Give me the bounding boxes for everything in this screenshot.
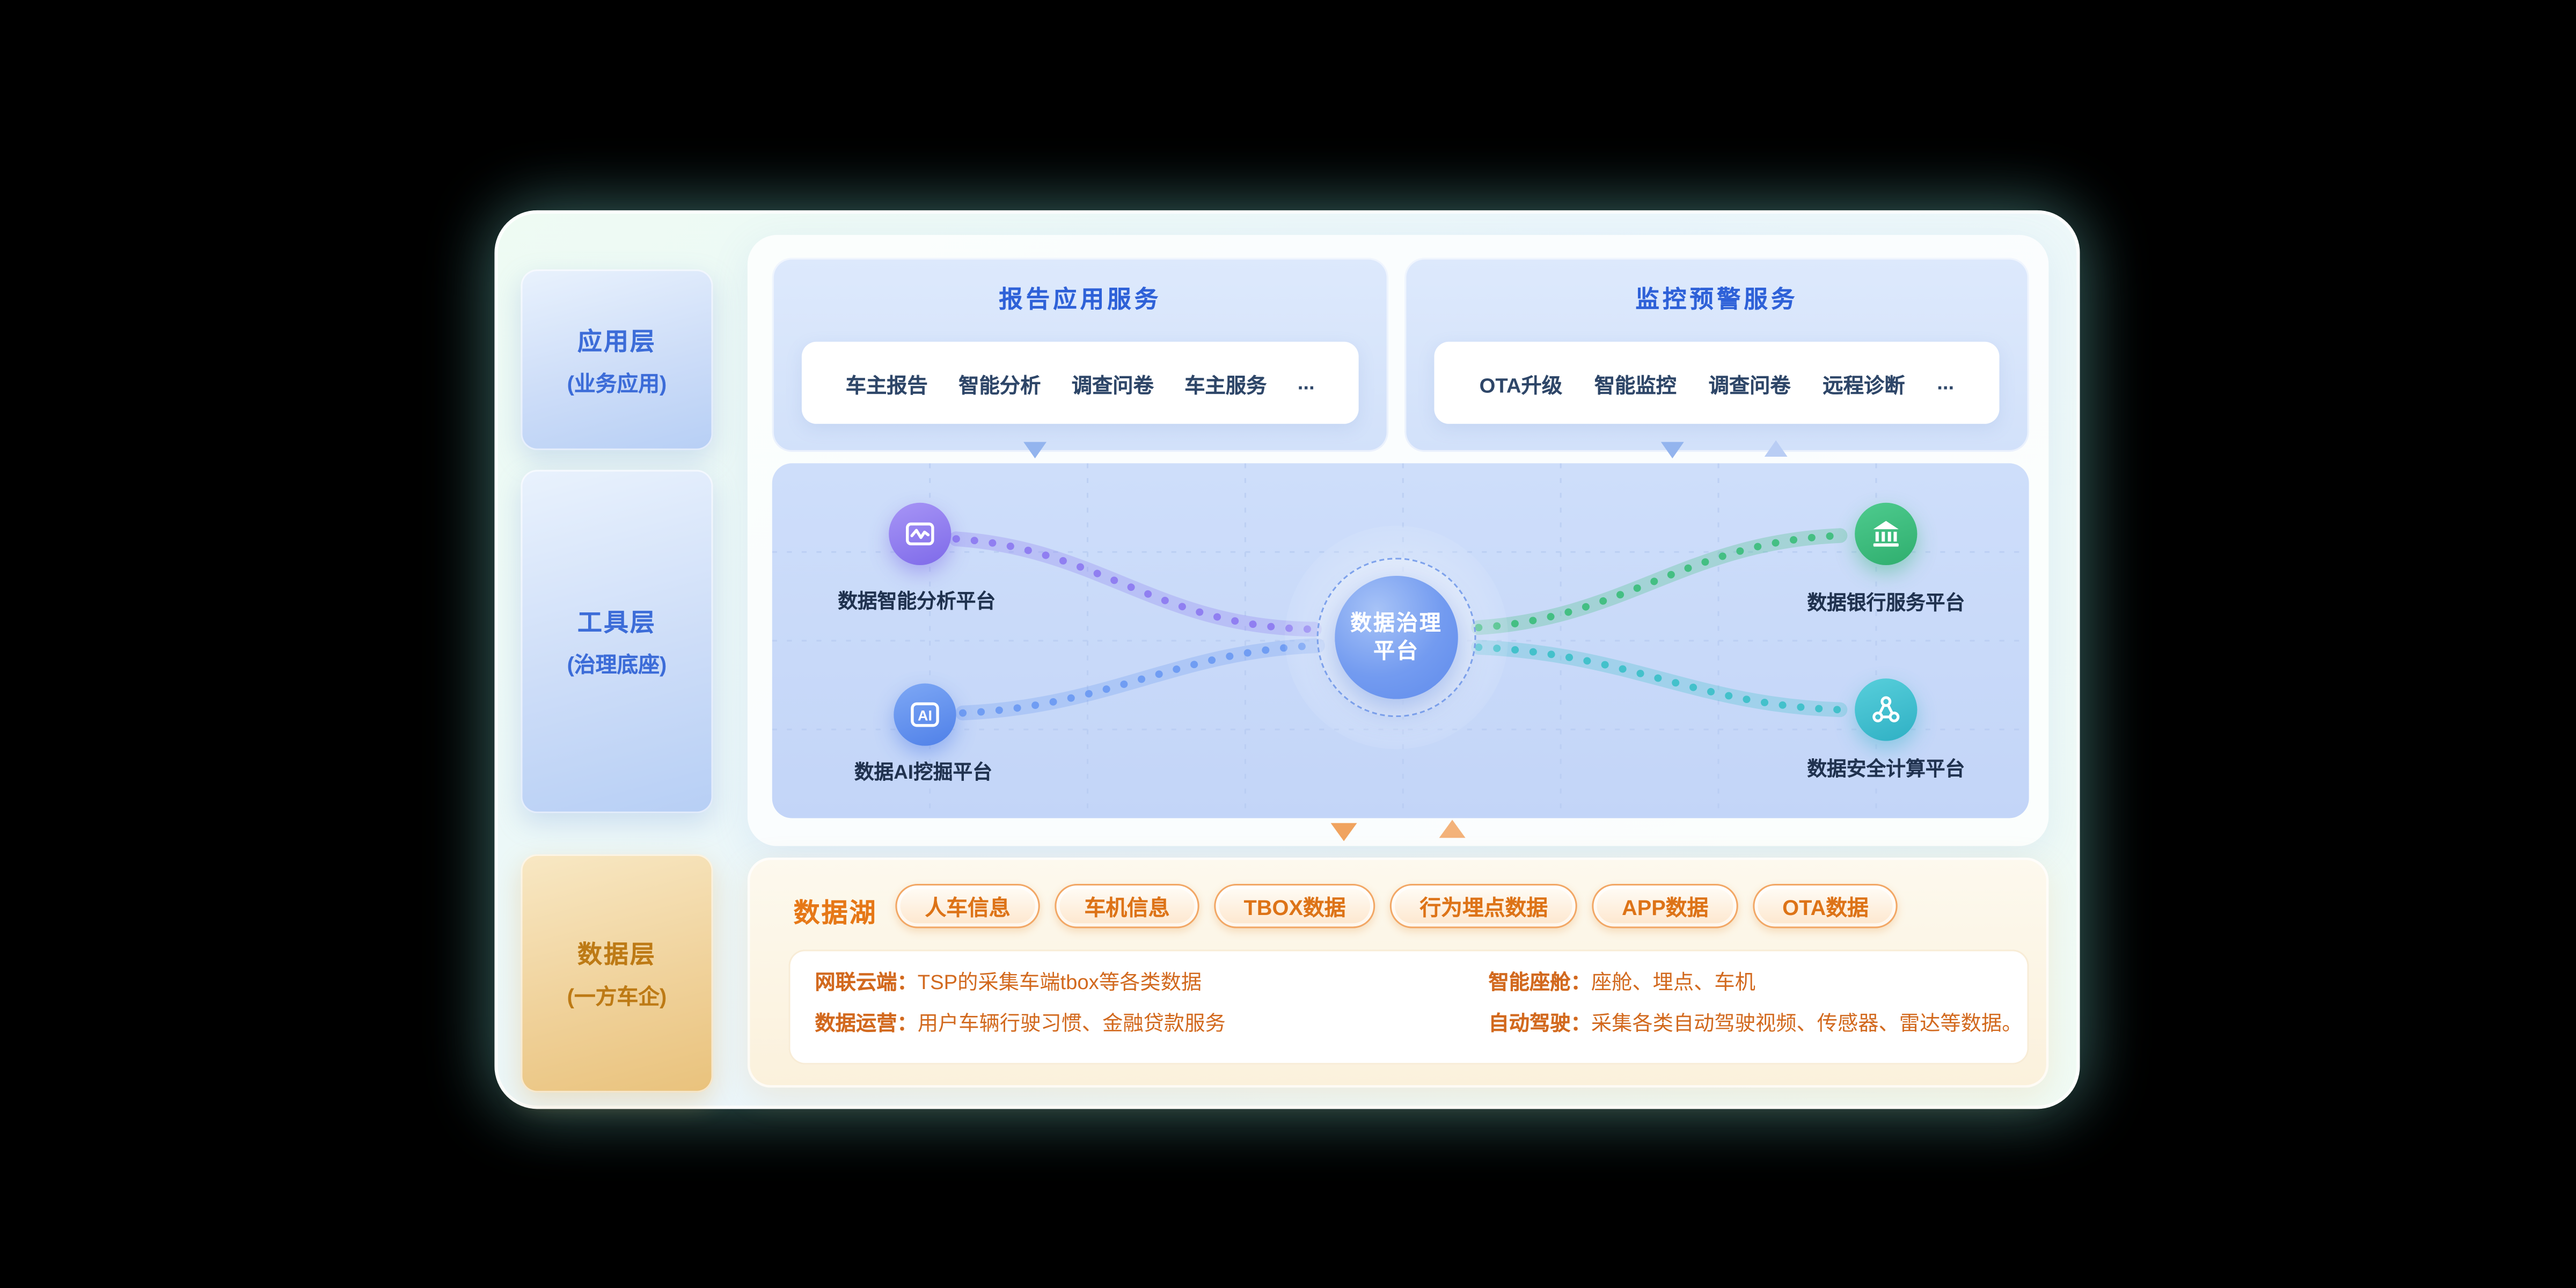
governance-core: 数据治理 平台 — [1335, 575, 1458, 699]
layer-data-subtitle: (一方车企) — [567, 984, 667, 1009]
datalake-detail-box: 网联云端：TSP的采集车端tbox等各类数据 数据运营：用户车辆行驶习惯、金融贷… — [788, 949, 2029, 1065]
governance-core-line1: 数据治理 — [1350, 610, 1443, 634]
ai-icon: AI — [894, 683, 956, 746]
service-item-ellipsis: ... — [1937, 371, 1955, 394]
service-item-ellipsis: ... — [1297, 371, 1315, 394]
governance-canvas: 数据治理 平台 数据智能分析平台 AI — [772, 463, 2029, 818]
layer-tool-title: 工具层 — [577, 609, 656, 638]
report-services-bar: 车主报告 智能分析 调查问卷 车主服务 ... — [801, 341, 1359, 424]
layer-tool: 工具层 (治理底座) — [521, 470, 713, 814]
detail-label: 智能座舱： — [1488, 971, 1591, 994]
datalake-tags: 人车信息 车机信息 TBOX数据 行为埋点数据 APP数据 OTA数据 — [895, 883, 1898, 928]
service-item: 车主服务 — [1184, 374, 1267, 397]
service-item: OTA升级 — [1479, 374, 1563, 397]
service-item: 远程诊断 — [1823, 374, 1905, 397]
service-item: 调查问卷 — [1071, 374, 1154, 397]
detail-text: 用户车辆行驶习惯、金融贷款服务 — [917, 1012, 1226, 1035]
monitor-services-card: 监控预警服务 OTA升级 智能监控 调查问卷 远程诊断 ... — [1404, 258, 2029, 452]
platform-label-ai: 数据AI挖掘平台 — [854, 760, 993, 784]
detail-text: 采集各类自动驾驶视频、传感器、雷达等数据。 — [1591, 1012, 2023, 1035]
governance-core-line2: 平台 — [1373, 637, 1419, 662]
platform-label-security: 数据安全计算平台 — [1807, 757, 1965, 781]
detail-line: 网联云端：TSP的采集车端tbox等各类数据 — [815, 969, 1202, 996]
detail-label: 网联云端： — [815, 971, 918, 994]
layer-application-title: 应用层 — [577, 327, 656, 356]
arrow-up-datalake-icon — [1439, 819, 1466, 838]
detail-text: TSP的采集车端tbox等各类数据 — [917, 971, 1202, 994]
bank-icon — [1855, 502, 1918, 566]
datalake-title: 数据湖 — [793, 900, 877, 928]
datalake-tag: 行为埋点数据 — [1390, 883, 1578, 928]
arrow-down-report-icon — [1023, 442, 1046, 459]
svg-text:AI: AI — [918, 708, 932, 724]
detail-line: 智能座舱：座舱、埋点、车机 — [1488, 969, 1755, 996]
main-board: 应用层 (业务应用) 工具层 (治理底座) 数据层 (一方车企) 报告应用服务 … — [494, 210, 2080, 1109]
layer-data-title: 数据层 — [577, 941, 656, 970]
share-nodes-icon — [1855, 678, 1918, 741]
datalake-tag: 车机信息 — [1055, 883, 1199, 928]
platform-label-bank: 数据银行服务平台 — [1807, 591, 1965, 614]
layer-application: 应用层 (业务应用) — [521, 269, 713, 450]
detail-text: 座舱、埋点、车机 — [1591, 971, 1756, 994]
report-services-card: 报告应用服务 车主报告 智能分析 调查问卷 车主服务 ... — [772, 258, 1388, 452]
layer-data: 数据层 (一方车企) — [521, 854, 713, 1093]
monitor-services-bar: OTA升级 智能监控 调查问卷 远程诊断 ... — [1434, 341, 2000, 424]
service-item: 智能监控 — [1594, 374, 1677, 397]
flow-curves — [772, 463, 2029, 818]
platform-label-analysis: 数据智能分析平台 — [838, 589, 996, 613]
datalake-tag: 人车信息 — [895, 883, 1040, 928]
service-item: 调查问卷 — [1708, 374, 1791, 397]
report-services-title: 报告应用服务 — [999, 287, 1162, 314]
arrow-up-monitor-icon — [1764, 440, 1788, 457]
detail-label: 自动驾驶： — [1488, 1012, 1591, 1035]
pulse-monitor-icon — [889, 502, 952, 566]
datalake-panel: 数据湖 人车信息 车机信息 TBOX数据 行为埋点数据 APP数据 OTA数据 … — [747, 857, 2049, 1088]
monitor-services-title: 监控预警服务 — [1635, 287, 1798, 314]
service-item: 车主报告 — [845, 374, 928, 397]
service-item: 智能分析 — [958, 374, 1041, 397]
detail-line: 自动驾驶：采集各类自动驾驶视频、传感器、雷达等数据。 — [1488, 1011, 2022, 1037]
services-and-governance-panel: 报告应用服务 车主报告 智能分析 调查问卷 车主服务 ... 监控预警服务 OT… — [747, 235, 2049, 846]
layer-application-subtitle: (业务应用) — [567, 370, 667, 396]
layer-tool-subtitle: (治理底座) — [567, 652, 667, 677]
detail-label: 数据运营： — [815, 1012, 918, 1035]
arrow-down-monitor-icon — [1660, 442, 1684, 459]
datalake-tag: TBOX数据 — [1214, 883, 1375, 928]
arrow-down-datalake-icon — [1330, 823, 1357, 841]
datalake-tag: APP数据 — [1592, 883, 1738, 928]
detail-line: 数据运营：用户车辆行驶习惯、金融贷款服务 — [815, 1011, 1225, 1037]
datalake-tag: OTA数据 — [1753, 883, 1898, 928]
